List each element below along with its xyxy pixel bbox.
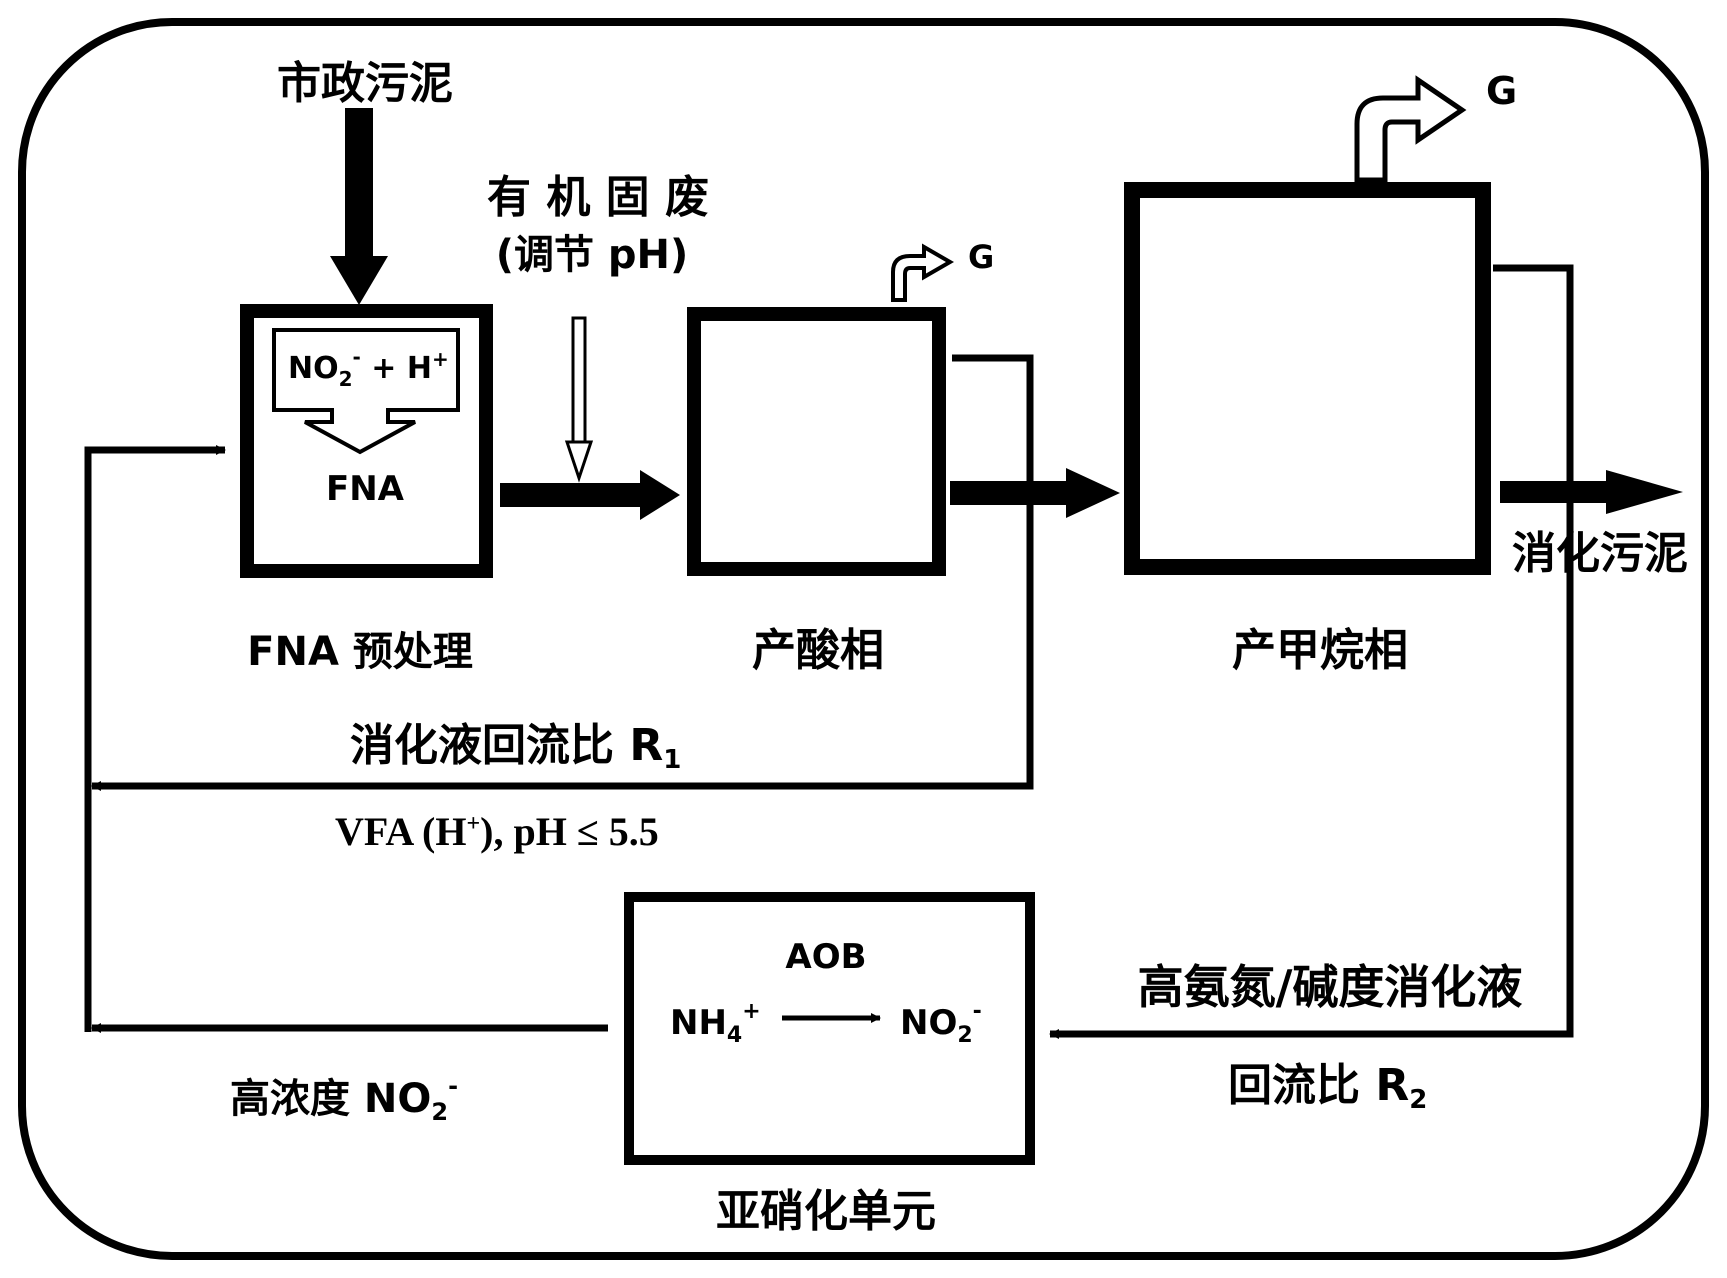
no2-label: NO2- xyxy=(900,999,982,1048)
recycle-ratio-r2-label: 回流比 R2 xyxy=(1228,1060,1427,1115)
gas-large-label: G xyxy=(1486,69,1517,113)
gas-outlet-large-icon xyxy=(1354,75,1467,183)
digested-sludge-label: 消化污泥 xyxy=(1512,528,1688,579)
outer-frame xyxy=(18,18,1709,1260)
fna-reaction-formula: NO2- + H+ xyxy=(288,345,449,391)
nitritation-unit-label: 亚硝化单元 xyxy=(716,1186,936,1237)
vfa-ph-label: VFA (H+), pH ≤ 5.5 xyxy=(335,809,659,854)
reaction-callout xyxy=(272,328,460,455)
flow-arrow-acid-to-methane xyxy=(950,468,1120,518)
gas-small-label: G xyxy=(968,238,994,276)
fna-product-label: FNA xyxy=(326,469,405,509)
adjust-ph-label: (调节 pH) xyxy=(496,232,689,278)
recycle-ratio-r1-label: 消化液回流比 R1 xyxy=(350,720,681,775)
gas-outlet-small-icon xyxy=(891,243,955,302)
flow-arrow-fna-to-acid xyxy=(500,470,680,520)
municipal-sludge-label: 市政污泥 xyxy=(277,58,453,109)
nitritation-unit-box xyxy=(624,892,1035,1165)
aob-label: AOB xyxy=(785,937,866,977)
methanogenic-box xyxy=(1124,182,1491,575)
sludge-input-arrow xyxy=(330,108,388,305)
return-line-to-fna xyxy=(84,445,226,1032)
organic-waste-arrow xyxy=(564,316,594,483)
nh4-label: NH4+ xyxy=(670,999,761,1048)
organic-waste-label: 有 机 固 废 xyxy=(487,172,709,223)
recycle-line-r2 xyxy=(1049,264,1574,1039)
recycle-line-r1 xyxy=(91,354,1034,791)
high-ammonia-liquid-label: 高氨氮/碱度消化液 xyxy=(1138,960,1523,1014)
acidogenic-box xyxy=(687,307,946,576)
methanogenic-phase-label: 产甲烷相 xyxy=(1232,625,1408,676)
high-no2-label: 高浓度 NO2- xyxy=(230,1072,458,1126)
acidogenic-phase-label: 产酸相 xyxy=(752,625,884,676)
digested-sludge-output-arrow xyxy=(1500,470,1683,514)
fna-pretreatment-label: FNA 预处理 xyxy=(247,629,473,675)
